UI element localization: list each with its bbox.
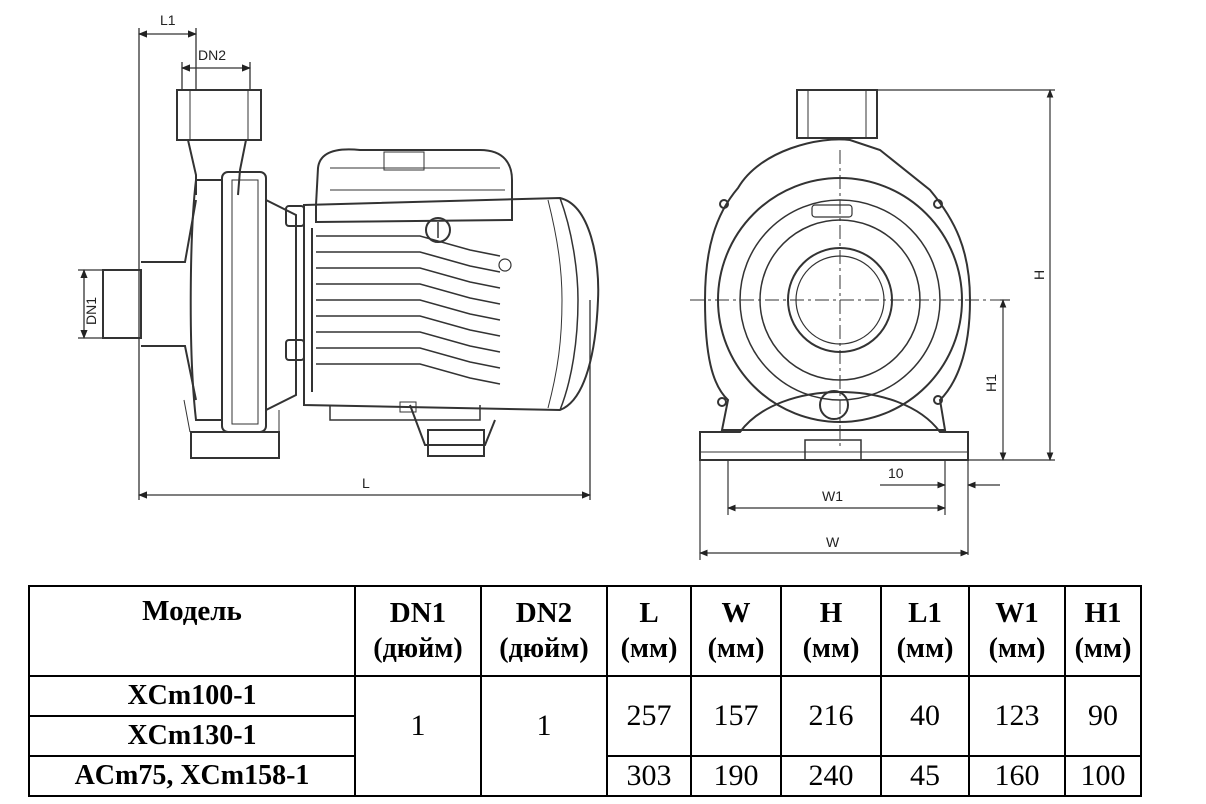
front-dimensions — [690, 89, 1055, 560]
model-cell: XCm100-1 — [28, 675, 356, 717]
model-cell: ACm75, XCm158-1 — [28, 755, 356, 797]
l-cell: 257 — [606, 675, 692, 757]
header-h1: H1(мм) — [1064, 585, 1142, 677]
table-row: XCm100-1 1 1 257 157 216 40 123 90 — [28, 675, 1142, 797]
table-row: XCm130-1 — [28, 715, 1141, 757]
header-model: Модель — [28, 585, 356, 677]
h-cell: 216 — [780, 675, 882, 757]
label-dn2: DN2 — [198, 47, 226, 63]
h-cell: 240 — [780, 755, 882, 797]
label-h1: H1 — [983, 374, 999, 392]
spec-table: Модель DN1(дюйм) DN2(дюйм) L(мм) W(мм) H… — [28, 585, 1142, 797]
w-cell: 190 — [690, 755, 782, 797]
header-dn2: DN2(дюйм) — [480, 585, 608, 677]
label-w1: W1 — [822, 488, 843, 504]
table-row: ACm75, XCm158-1 303 190 240 45 160 100 — [28, 755, 1142, 797]
side-view — [102, 89, 600, 459]
pump-drawing: L1 DN2 DN1 L — [78, 12, 1055, 560]
w1-cell: 123 — [968, 675, 1066, 757]
w-cell: 157 — [690, 675, 782, 757]
front-view — [699, 89, 972, 461]
label-w: W — [826, 534, 840, 550]
label-l1: L1 — [160, 12, 176, 28]
side-dimensions — [78, 28, 591, 500]
dn1-cell: 1 — [354, 675, 482, 797]
header-w: W(мм) — [690, 585, 782, 677]
header-dn1: DN1(дюйм) — [354, 585, 482, 677]
h1-cell: 90 — [1064, 675, 1142, 757]
header-w1: W1(мм) — [968, 585, 1066, 677]
header-h: H(мм) — [780, 585, 882, 677]
w1-cell: 160 — [968, 755, 1066, 797]
dn2-cell: 1 — [480, 675, 608, 797]
h1-cell: 100 — [1064, 755, 1142, 797]
header-l1: L1(мм) — [880, 585, 970, 677]
label-dn1: DN1 — [83, 297, 99, 325]
label-h: H — [1031, 270, 1047, 280]
label-10: 10 — [888, 465, 904, 481]
l1-cell: 45 — [880, 755, 970, 797]
header-l: L(мм) — [606, 585, 692, 677]
l-cell: 303 — [606, 755, 692, 797]
label-l: L — [362, 475, 370, 491]
header-row: Модель DN1(дюйм) DN2(дюйм) L(мм) W(мм) H… — [28, 585, 1142, 677]
model-cell: XCm130-1 — [28, 715, 356, 757]
l1-cell: 40 — [880, 675, 970, 757]
